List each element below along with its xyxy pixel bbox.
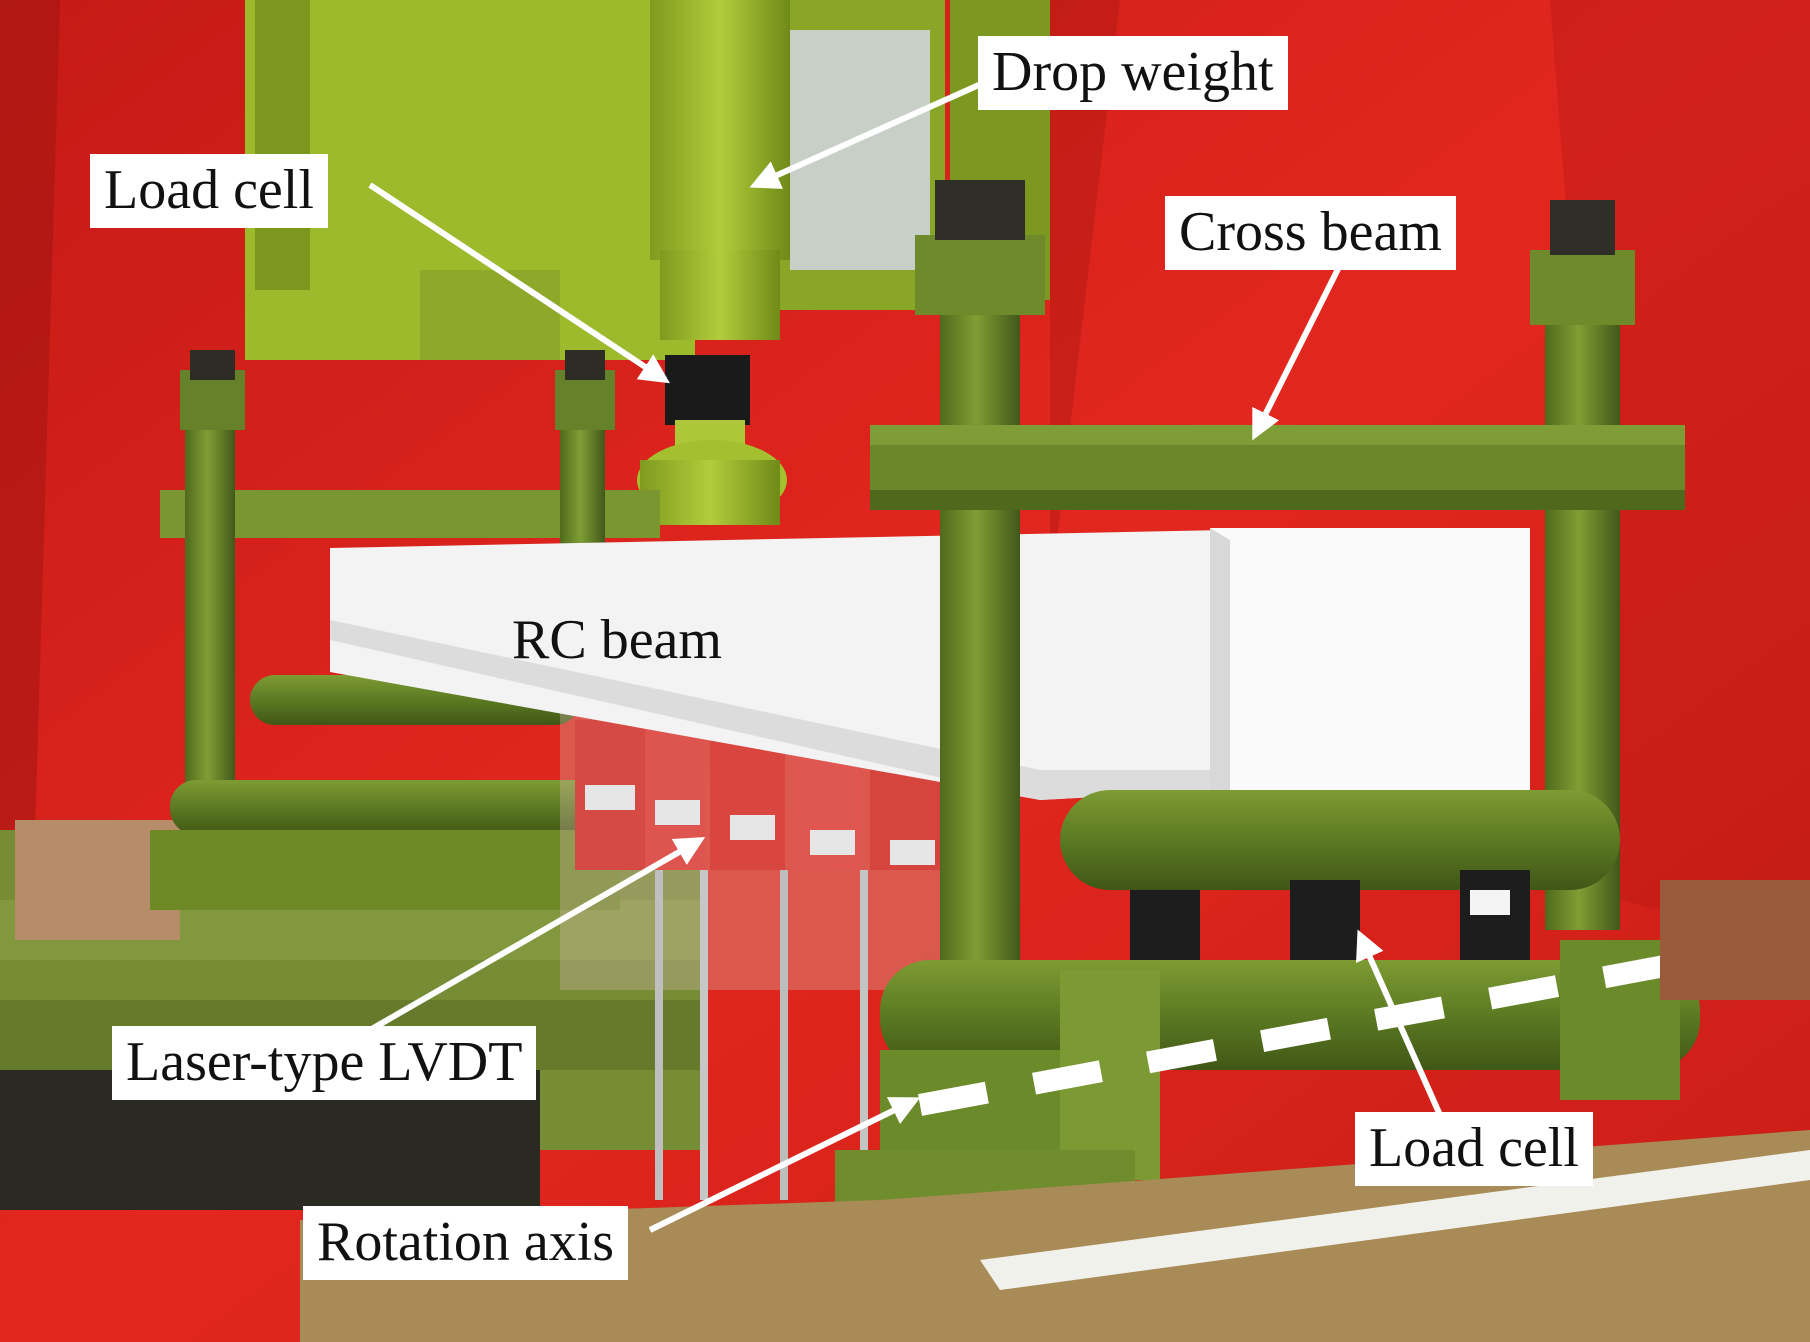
- top-load-cell-body: [665, 355, 750, 425]
- label-cross-beam: Cross beam: [1165, 196, 1456, 270]
- rotation-axis-arrow: [648, 1097, 921, 1233]
- label-load-cell-top: Load cell: [90, 154, 328, 228]
- label-drop-weight: Drop weight: [978, 36, 1288, 110]
- rotation-axis-dashed-line: [917, 954, 1673, 1116]
- drop-weight-arrow: [749, 77, 992, 189]
- label-rc-beam: RC beam: [512, 609, 722, 671]
- top-load-cell-arrow: [368, 182, 671, 384]
- annotation-arrows: [368, 77, 1443, 1233]
- label-laser-lvdt: Laser-type LVDT: [112, 1026, 537, 1100]
- label-rotation-axis: Rotation axis: [303, 1206, 629, 1280]
- cross-beam-arrow: [1252, 253, 1348, 441]
- label-load-cell-bottom: Load cell: [1355, 1112, 1593, 1186]
- laser-lvdt-arrow: [368, 837, 706, 1033]
- left-reaction-pillar: [940, 270, 1020, 1050]
- bottom-load-cell-arrow: [1356, 929, 1443, 1117]
